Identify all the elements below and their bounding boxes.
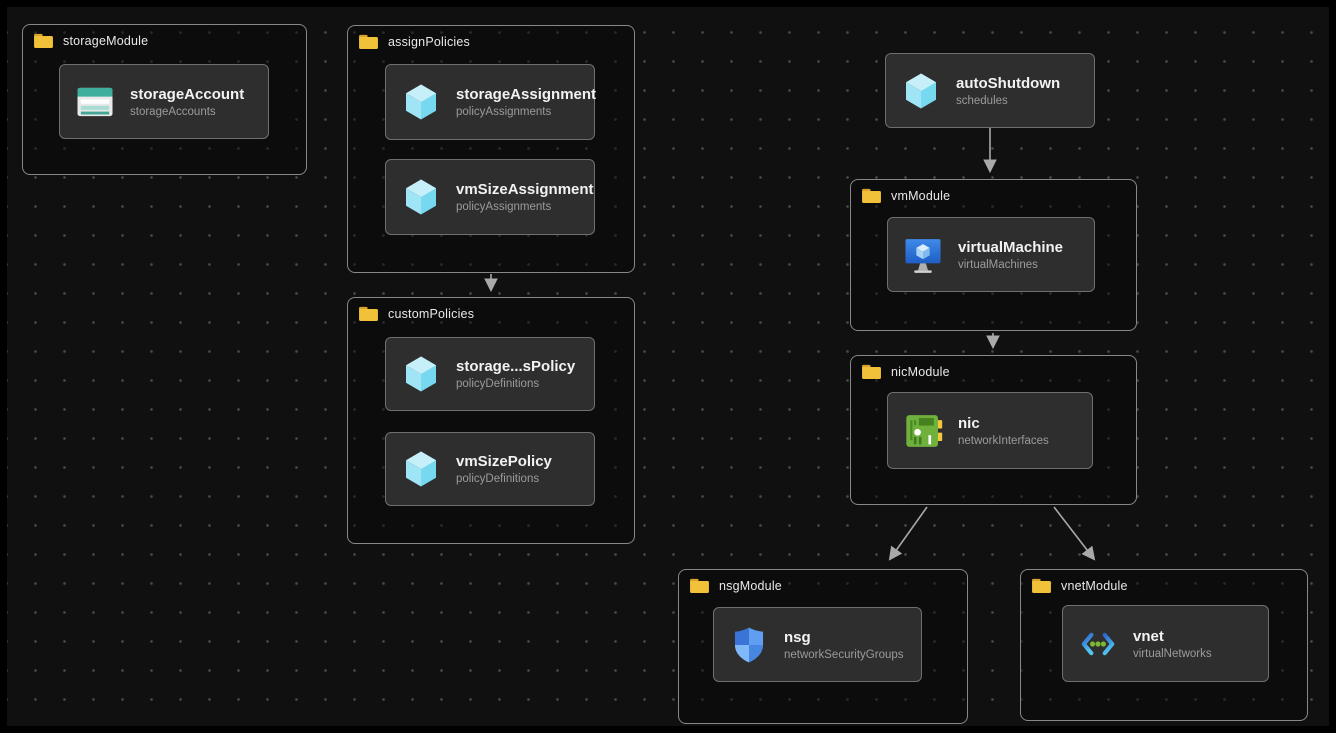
resource-name: vnet <box>1133 627 1164 645</box>
resource-type: networkSecurityGroups <box>784 648 904 661</box>
network-interface-icon <box>903 411 943 451</box>
resource-node-virtualmachine[interactable]: virtualMachine virtualMachines <box>887 217 1095 292</box>
module-label: storageModule <box>63 33 149 48</box>
folder-icon <box>358 305 379 322</box>
module-header: vmModule <box>861 187 950 204</box>
folder-icon <box>861 363 882 380</box>
resource-type: storageAccounts <box>130 105 216 118</box>
resource-type: virtualNetworks <box>1133 647 1212 660</box>
module-label: vmModule <box>891 188 951 203</box>
resource-node-nsg[interactable]: nsg networkSecurityGroups <box>713 607 922 682</box>
resource-name: vmSizePolicy <box>456 453 552 470</box>
storage-account-icon <box>75 82 115 122</box>
module-label: nicModule <box>891 364 950 379</box>
cube-icon <box>901 71 941 111</box>
resource-node-nic[interactable]: nic networkInterfaces <box>887 392 1093 469</box>
module-group-custompolicies[interactable]: customPolicies <box>347 297 635 544</box>
resource-name: storage...sPolicy <box>456 358 576 375</box>
resource-name: storageAssignment <box>456 86 597 103</box>
module-label: nsgModule <box>719 578 782 593</box>
resource-name: storageAccount <box>130 85 245 103</box>
folder-icon <box>33 32 54 49</box>
resource-name: nic <box>958 414 980 432</box>
resource-node-storagepolicy[interactable]: storage...sPolicy policyDefinitions <box>385 337 595 411</box>
module-header: nsgModule <box>689 577 782 594</box>
resource-name: nsg <box>784 628 811 646</box>
cube-icon <box>401 177 441 217</box>
folder-icon <box>1031 577 1052 594</box>
resource-node-storageaccount[interactable]: storageAccount storageAccounts <box>59 64 269 139</box>
resource-type: virtualMachines <box>958 258 1038 271</box>
vnet-icon <box>1078 624 1118 664</box>
resource-type: schedules <box>956 94 1008 107</box>
module-label: customPolicies <box>388 306 475 321</box>
edge-nicmodule-vnetmodule <box>1053 506 1096 561</box>
resource-type: policyAssignments <box>456 106 552 118</box>
shield-icon <box>729 625 769 665</box>
cube-icon <box>401 449 441 489</box>
resource-type: policyAssignments <box>456 201 552 213</box>
virtual-machine-icon <box>903 235 943 275</box>
resource-node-storageassignment[interactable]: storageAssignment policyAssignments <box>385 64 597 140</box>
resource-node-vnet[interactable]: vnet virtualNetworks <box>1062 605 1269 682</box>
resource-node-vmsizeassignment[interactable]: vmSizeAssignment policyAssignments <box>385 159 595 235</box>
resource-type: networkInterfaces <box>958 434 1049 447</box>
module-header: nicModule <box>861 363 950 380</box>
module-header: assignPolicies <box>358 33 470 50</box>
cube-icon <box>401 82 441 122</box>
cube-icon <box>401 354 441 394</box>
module-label: vnetModule <box>1061 578 1128 593</box>
module-header: vnetModule <box>1031 577 1128 594</box>
resource-name: autoShutdown <box>956 74 1061 92</box>
folder-icon <box>861 187 882 204</box>
folder-icon <box>358 33 379 50</box>
module-label: assignPolicies <box>388 34 471 49</box>
module-header: storageModule <box>33 32 148 49</box>
resource-node-autoshutdown[interactable]: autoShutdown schedules <box>885 53 1095 128</box>
resource-name: vmSizeAssignment <box>456 181 594 198</box>
edge-nicmodule-nsgmodule <box>888 506 928 561</box>
folder-icon <box>689 577 710 594</box>
resource-type: policyDefinitions <box>456 378 540 390</box>
module-header: customPolicies <box>358 305 474 322</box>
resource-name: virtualMachine <box>958 238 1064 256</box>
resource-node-vmsizepolicy[interactable]: vmSizePolicy policyDefinitions <box>385 432 595 506</box>
resource-type: policyDefinitions <box>456 473 540 485</box>
module-group-assignpolicies[interactable]: assignPolicies <box>347 25 635 273</box>
